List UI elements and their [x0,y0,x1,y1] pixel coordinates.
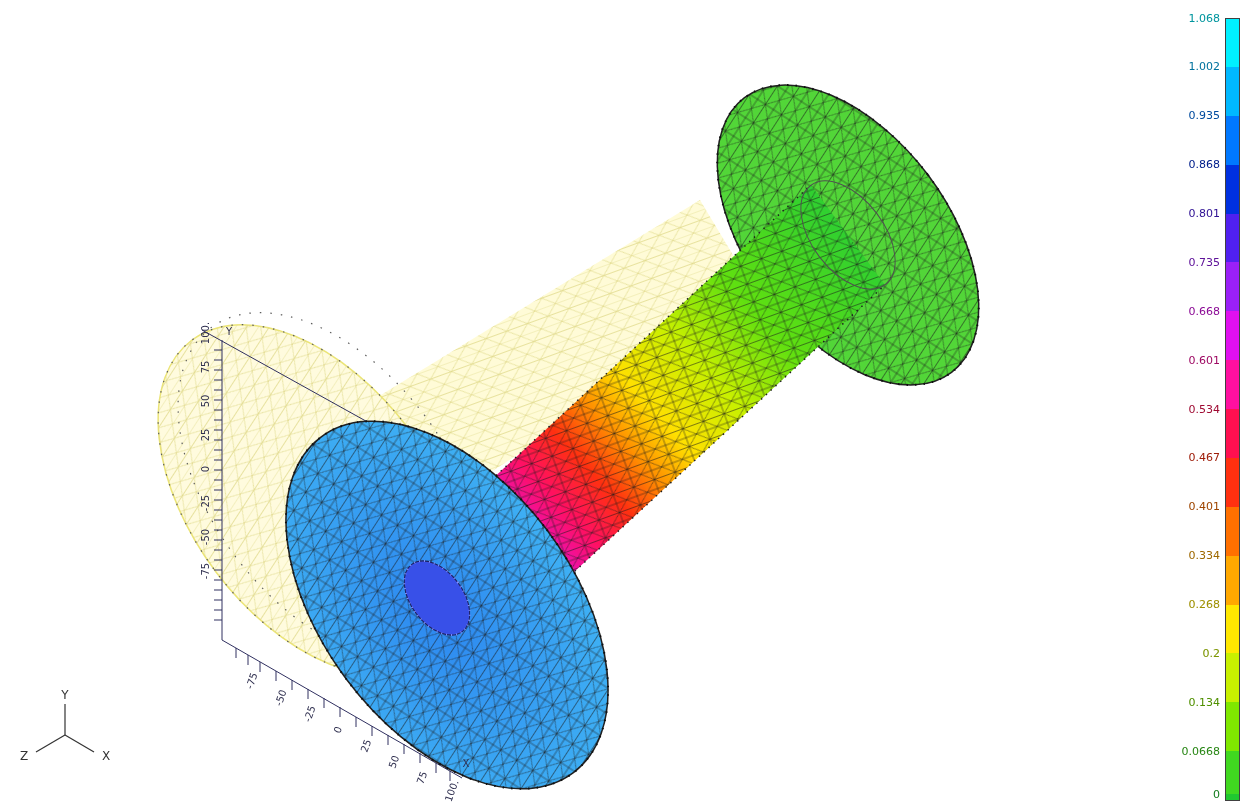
legend-value: 0.2 [1203,648,1221,659]
legend-value: 0.601 [1189,355,1221,366]
axis-tick-label: -25 [303,705,318,724]
axis-tick-label: 75 [201,361,211,374]
legend-value: 0.334 [1189,550,1221,561]
triad-axis-label: Z [20,750,28,762]
legend-value: 0.801 [1189,208,1221,219]
axis-tick-label: 75 [415,770,429,785]
axis-tick-label: -25 [201,495,211,511]
legend-value: 0.467 [1189,452,1221,463]
legend-swatch [1225,67,1240,116]
axis-tick-label: 25 [359,738,373,753]
legend-swatch [1225,507,1240,556]
legend-value: 0.534 [1189,404,1221,415]
legend-value: 0.868 [1189,159,1221,170]
legend-value: 0 [1213,789,1220,800]
legend-swatch [1225,605,1240,654]
legend-value: 0.268 [1189,599,1221,610]
legend-value: 0.668 [1189,306,1221,317]
axis-tick-label: -75 [245,672,260,691]
legend-value: 0.134 [1189,697,1221,708]
axis-tick-label: Y [226,327,232,337]
legend-swatch [1225,653,1240,702]
axis-tick-label: -75 [201,563,211,579]
legend-swatch [1225,262,1240,311]
legend-value: 0.935 [1189,110,1221,121]
legend-value: 1.002 [1189,61,1221,72]
legend-value: 0.0668 [1182,746,1221,757]
legend-swatch [1225,702,1240,751]
legend-swatch [1225,360,1240,409]
axis-tick-label: 50 [387,754,401,769]
axis-tick-label: X [463,759,470,769]
legend-swatch [1225,165,1240,214]
axis-tick-label: 0 [332,725,344,734]
legend-swatch [1225,311,1240,360]
legend-swatch [1225,794,1240,801]
legend-swatch [1225,556,1240,605]
axis-tick-label: 100. [443,779,460,803]
axis-tick-label: 100. [201,322,211,344]
axis-tick-label: 25 [201,429,211,442]
axis-tick-label: -50 [274,689,289,708]
legend-swatch [1225,409,1240,458]
axis-tick-label: 50 [201,395,211,408]
axis-tick-label: 0 [201,466,211,472]
legend-value: 0.735 [1189,257,1221,268]
legend-value: 1.068 [1189,13,1221,24]
legend-swatch [1225,18,1240,68]
legend-swatch [1225,214,1240,263]
triad-axis-label: Y [61,689,68,701]
triad-axis-label: X [102,750,110,762]
legend-swatch [1225,751,1240,800]
legend-swatch [1225,458,1240,507]
legend-swatch [1225,116,1240,165]
legend-value: 0.401 [1189,501,1221,512]
axis-tick-label: -50 [201,529,211,545]
